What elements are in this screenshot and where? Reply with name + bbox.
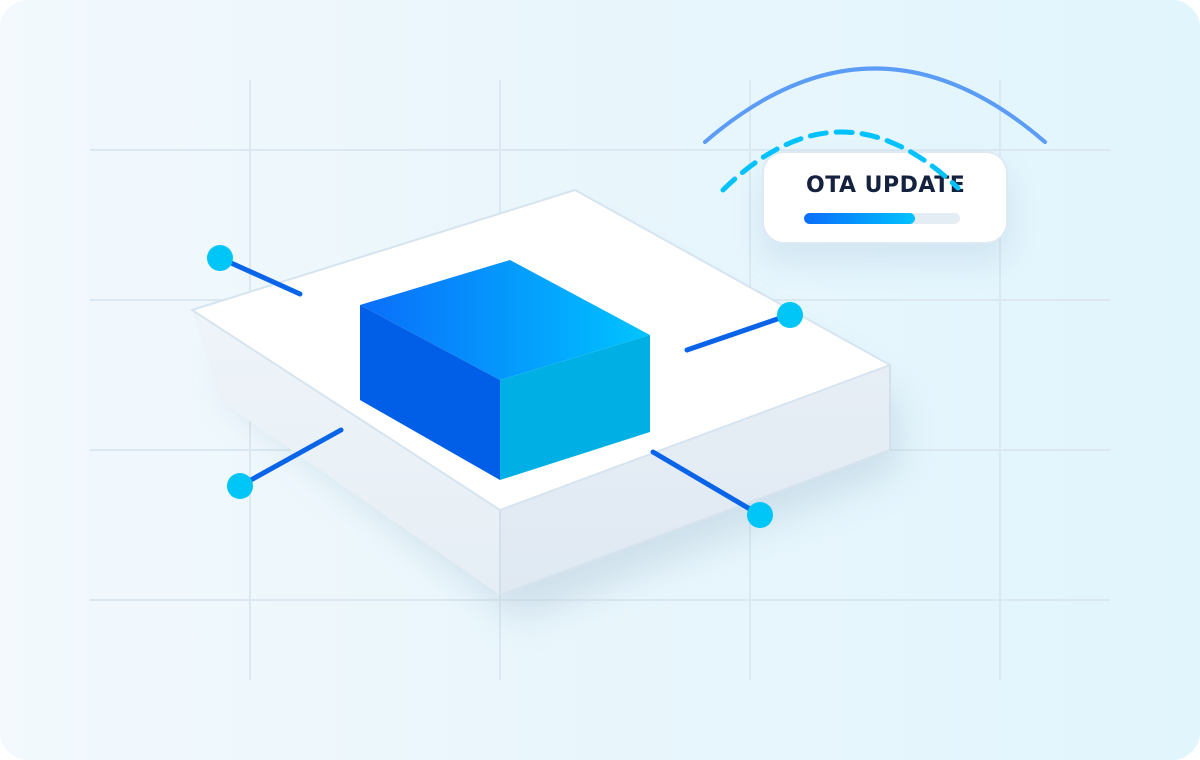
connector-dot-bottom-right xyxy=(747,502,773,528)
connector-dot-bottom-left xyxy=(227,473,253,499)
ota-progress-fill xyxy=(804,213,915,224)
connector-line-top-right xyxy=(684,312,792,353)
connector-line-top-left xyxy=(217,255,303,297)
ota-update-title: OTA UPDATE xyxy=(806,173,966,198)
chip-connectors xyxy=(217,255,792,518)
chip-left-face xyxy=(360,305,500,480)
connector-dot-top-right xyxy=(777,302,803,328)
connector-line-bottom-left xyxy=(237,427,344,489)
chip-icon xyxy=(360,260,650,480)
signal-arc-outer xyxy=(703,66,1047,144)
board-side-front xyxy=(500,365,890,595)
board-side-left xyxy=(192,310,500,595)
ota-update-card: OTA UPDATE xyxy=(762,151,1008,244)
connector-dots xyxy=(207,245,803,528)
chip-right-face xyxy=(500,335,650,480)
connector-line-bottom-right xyxy=(650,449,763,518)
chip-top-face xyxy=(360,260,650,380)
connector-dot-top-left xyxy=(207,245,233,271)
ota-progress-track xyxy=(804,213,960,224)
